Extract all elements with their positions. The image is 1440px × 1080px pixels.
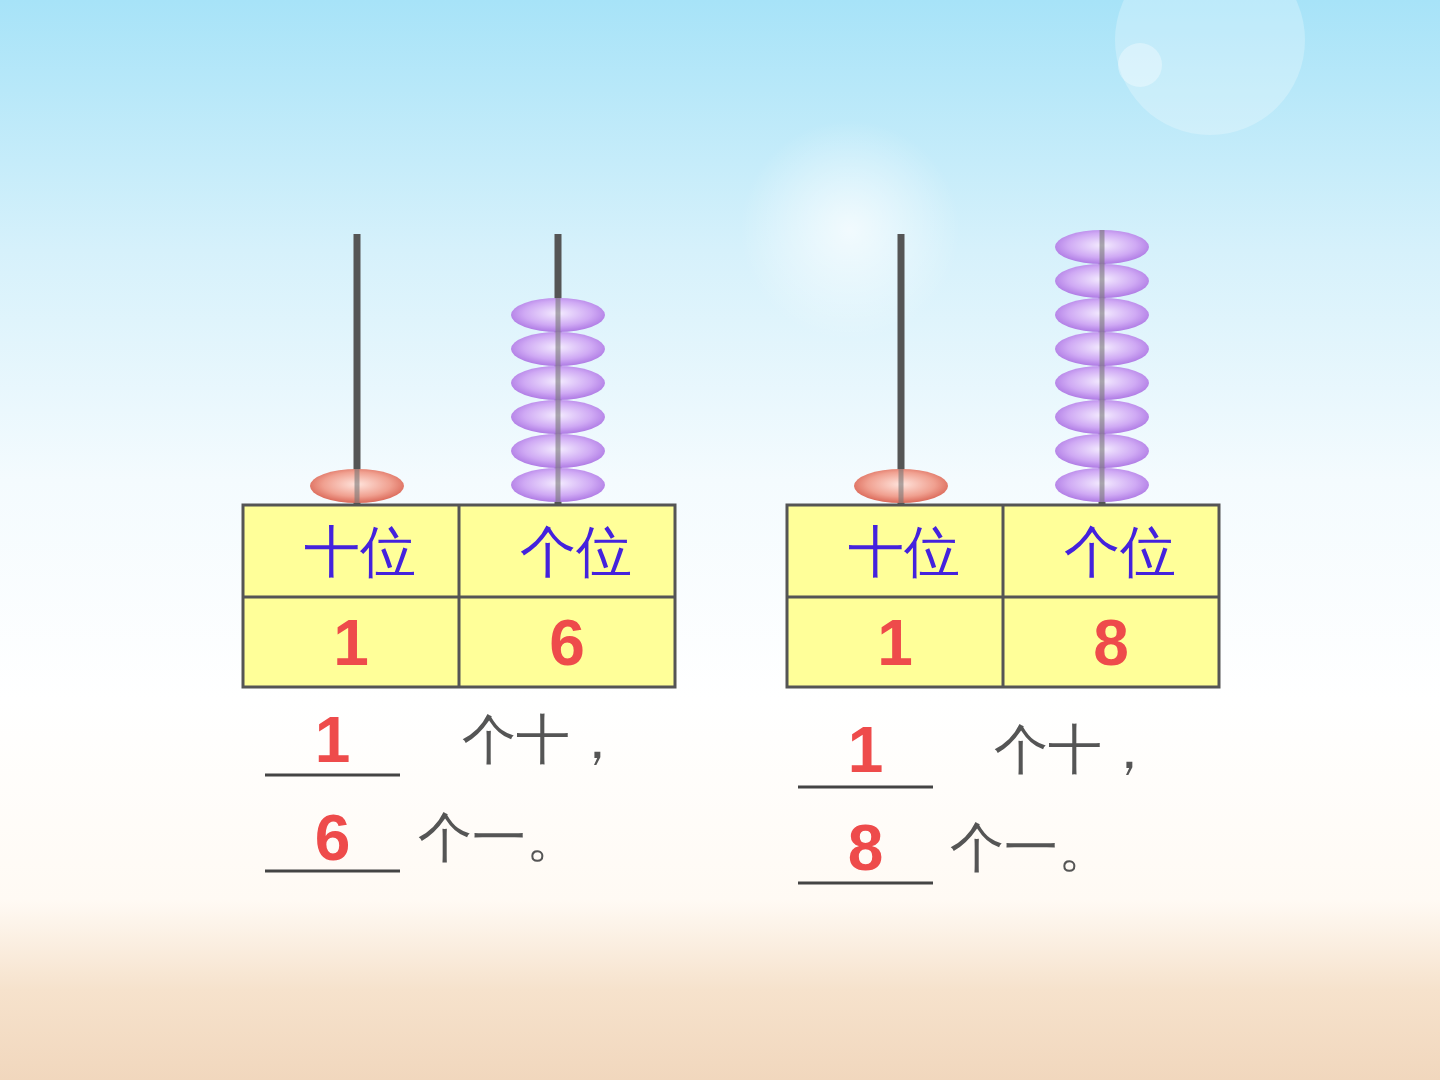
abacus-bead [511,434,605,468]
column-header: 个位 [1022,510,1217,594]
abacus-rod [556,332,561,366]
sentence-text: 个一。 [418,803,648,873]
sentence-text: 个十， [462,705,692,775]
abacus-bead [511,366,605,400]
table-cell: 6 [461,600,673,685]
abacus-rod [556,400,561,434]
abacus-bead [1055,400,1149,434]
table-cell: 1 [245,600,457,685]
abacus-rod [1100,434,1105,468]
abacus-rod [1100,298,1105,332]
abacus-rod [1100,264,1105,298]
abacus-bead [511,298,605,332]
abacus-rod [556,468,561,502]
abacus-bead [1055,230,1149,264]
abacus-rod [556,434,561,468]
abacus-bead [511,332,605,366]
abacus-rod [556,366,561,400]
abacus-bead [1055,434,1149,468]
abacus-bead [1055,332,1149,366]
abacus-bead [511,468,605,502]
table-cell: 8 [1005,600,1217,685]
abacus-bead [1055,468,1149,502]
abacus-bead [310,469,404,503]
abacus-rod [1100,230,1105,264]
abacus-rod [1100,332,1105,366]
abacus-rod [1100,366,1105,400]
abacus-rod [899,469,904,503]
sentence-text: 个一。 [950,813,1180,883]
abacus-bead [1055,366,1149,400]
abacus-rod [556,298,561,332]
answer-number: 6 [265,803,400,873]
column-header: 十位 [262,510,457,594]
column-header: 个位 [478,510,673,594]
answer-number: 1 [798,715,933,785]
answer-number: 1 [265,705,400,775]
answer-number: 8 [798,813,933,883]
abacus-bead [1055,298,1149,332]
abacus-bead [511,400,605,434]
abacus-rod [1100,400,1105,434]
column-header: 十位 [806,510,1001,594]
sentence-text: 个十， [994,715,1224,785]
table-cell: 1 [789,600,1001,685]
abacus-rod [355,469,360,503]
abacus-bead [854,469,948,503]
abacus-bead [1055,264,1149,298]
abacus-rod [1100,468,1105,502]
